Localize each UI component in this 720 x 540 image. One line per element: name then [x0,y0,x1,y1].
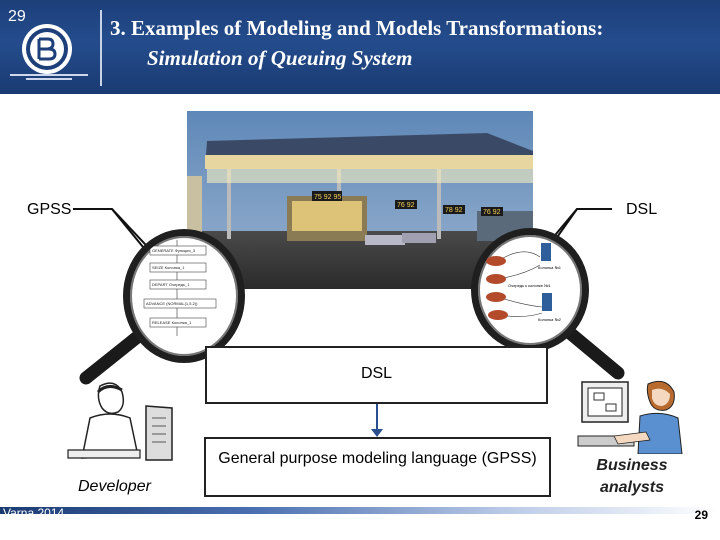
header-separator [100,10,102,86]
svg-text:76 92: 76 92 [483,209,501,216]
svg-text:SEIZE Колонка_1: SEIZE Колонка_1 [152,265,185,270]
developer-clipart [67,382,173,461]
svg-text:ADVANCE (NORMAL(1,5,2)): ADVANCE (NORMAL(1,5,2)) [146,301,198,306]
svg-text:DEPART Очередь_1: DEPART Очередь_1 [152,282,190,287]
gpss-magnifier: GENERATE Функция_3 SEIZE Колонка_1 DEPAR… [123,229,245,363]
slide-title-line1: 3. Examples of Modeling and Models Trans… [110,16,604,40]
svg-text:78 92: 78 92 [445,207,463,214]
general-purpose-label: General purpose modeling language (GPSS) [218,450,537,467]
business-analysts-label: Business analysts [596,457,668,496]
svg-text:75 92 95: 75 92 95 [314,194,341,201]
university-logo [22,24,72,74]
general-purpose-box: General purpose modeling language (GPSS) [204,437,551,497]
svg-text:GENERATE Функция_3: GENERATE Функция_3 [152,248,196,253]
dsl-magnifier: Колонка №1 Очередь к колонке №1 Колонка … [471,228,589,352]
dsl-top-label: DSL [626,201,658,218]
header-bar: 29 3. Examples of Modeling and Models Tr… [0,0,720,94]
svg-text:Очередь к колонке №1: Очередь к колонке №1 [508,283,551,288]
slide-number-top: 29 [8,8,26,25]
footer-event: Varna 2014 [3,506,65,520]
logo-caption [4,73,94,82]
slide-title-line2: Simulation of Queuing System [147,46,413,70]
developer-label: Developer [78,478,151,495]
gpss-label: GPSS [27,201,72,218]
dsl-box: DSL [205,346,548,404]
svg-text:76 92: 76 92 [397,202,415,209]
svg-text:Колонка №1: Колонка №1 [538,265,562,270]
svg-text:RELEASE Колонка_1: RELEASE Колонка_1 [152,320,192,325]
dsl-box-label: DSL [360,365,393,382]
svg-text:Колонка №2: Колонка №2 [538,317,562,322]
page-number: 29 [694,508,708,522]
business-analyst-clipart [577,380,683,454]
footer-bar [0,507,720,514]
